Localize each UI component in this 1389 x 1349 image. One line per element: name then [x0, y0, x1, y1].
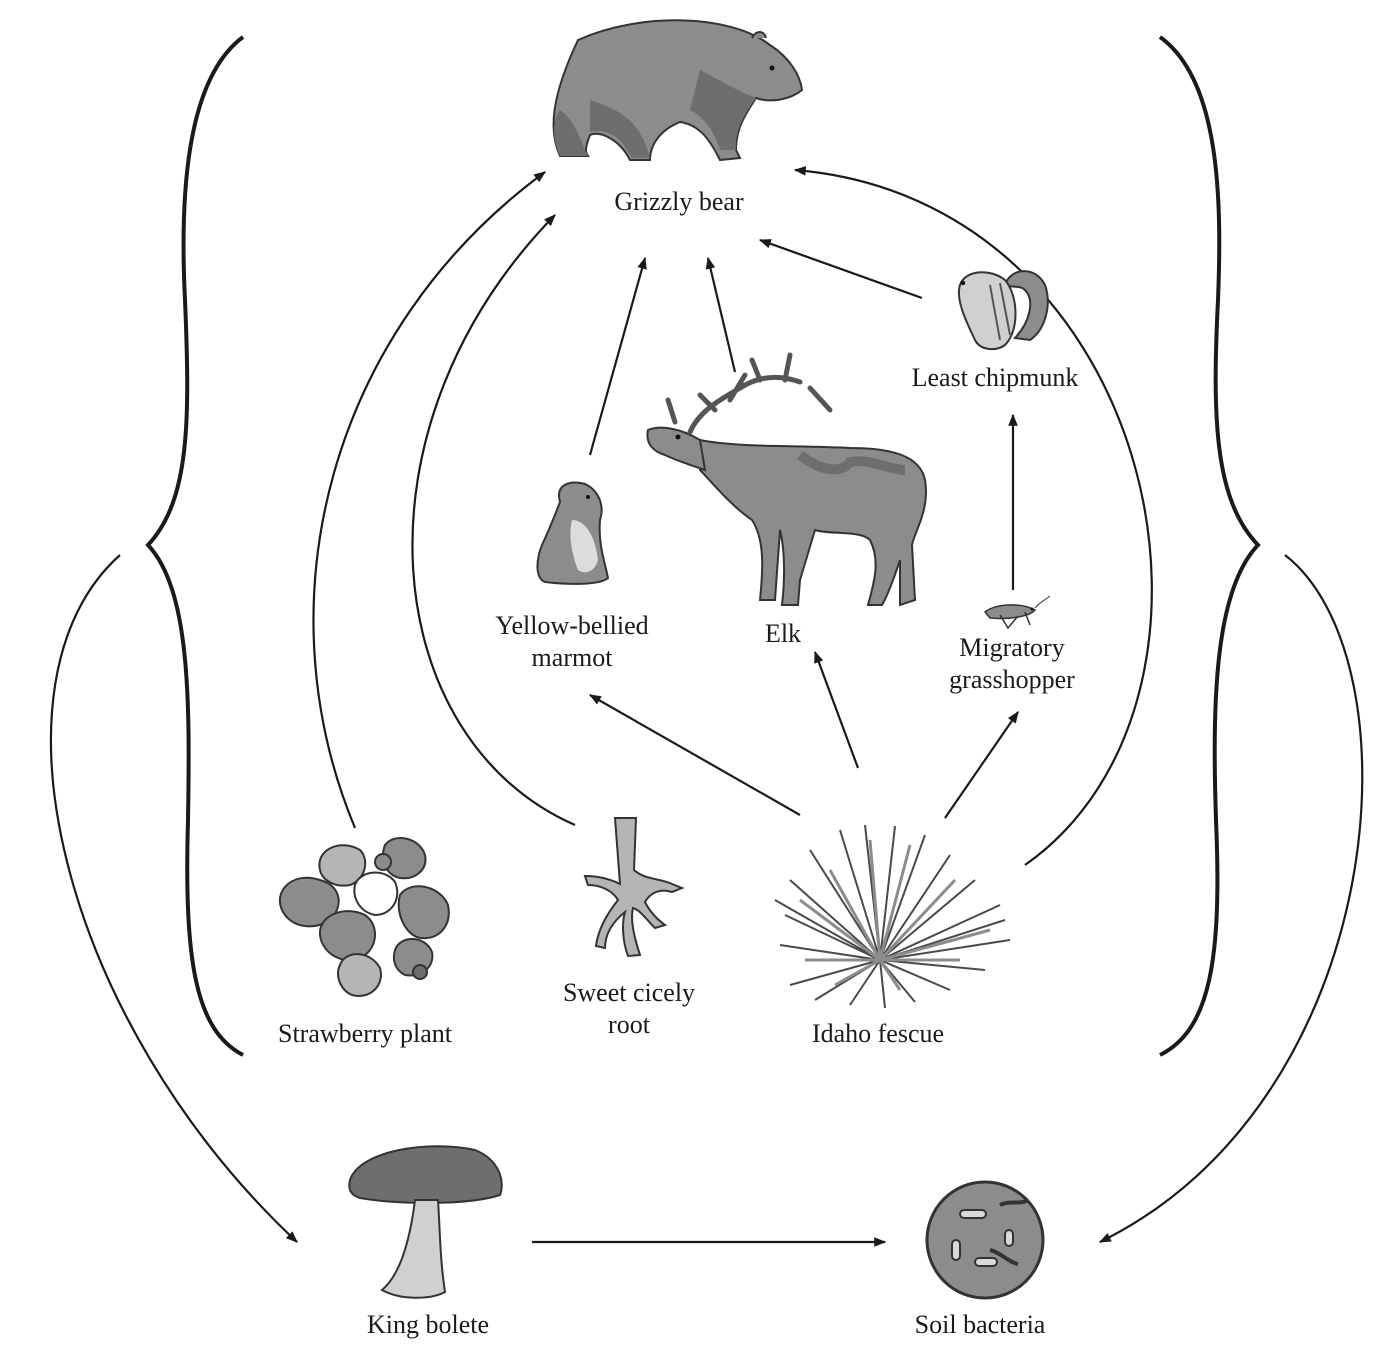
- label-strawberry-plant: Strawberry plant: [278, 1018, 452, 1050]
- mushroom-icon: [349, 1146, 501, 1298]
- label-idaho-fescue: Idaho fescue: [812, 1018, 944, 1050]
- grizzly-bear-icon: [554, 20, 802, 160]
- arrow-marmot-to-bear: [590, 258, 645, 455]
- strawberry-plant-icon: [280, 838, 449, 996]
- label-marmot-line1: Yellow-bellied: [495, 610, 648, 642]
- chipmunk-icon: [959, 271, 1048, 349]
- label-sweet-cicely-line2: root: [563, 1009, 695, 1041]
- label-marmot: Yellow-bellied marmot: [495, 610, 648, 674]
- marmot-icon: [537, 483, 608, 584]
- grass-tuft-icon: [775, 825, 1010, 1008]
- label-soil-bacteria: Soil bacteria: [915, 1309, 1046, 1341]
- arrow-right-brace-to-bacteria: [1100, 555, 1362, 1242]
- bacteria-icon: [927, 1182, 1043, 1298]
- arrow-fescue-to-elk: [815, 652, 858, 768]
- label-least-chipmunk: Least chipmunk: [912, 362, 1079, 394]
- label-grasshopper-line1: Migratory: [949, 632, 1075, 664]
- right-brace: [1160, 37, 1258, 1055]
- label-marmot-line2: marmot: [495, 642, 648, 674]
- label-grasshopper: Migratory grasshopper: [949, 632, 1075, 696]
- arrow-strawberry-to-bear: [313, 172, 545, 828]
- arrow-elk-to-bear: [708, 258, 735, 372]
- label-sweet-cicely: Sweet cicely root: [563, 977, 695, 1041]
- root-icon: [585, 818, 682, 956]
- left-brace: [148, 37, 243, 1055]
- arrow-fescue-to-marmot: [590, 695, 800, 815]
- arrow-fescue-to-grasshopper: [945, 712, 1018, 818]
- arrow-chipmunk-to-bear: [760, 240, 922, 298]
- label-sweet-cicely-line1: Sweet cicely: [563, 977, 695, 1009]
- grasshopper-icon: [985, 596, 1050, 628]
- label-elk: Elk: [765, 618, 801, 650]
- label-king-bolete: King bolete: [367, 1309, 489, 1341]
- label-grizzly-bear: Grizzly bear: [614, 186, 743, 218]
- label-grasshopper-line2: grasshopper: [949, 664, 1075, 696]
- arrow-left-brace-to-bolete: [51, 555, 297, 1242]
- elk-icon: [647, 355, 926, 605]
- arrow-sweet-cicely-to-bear: [412, 215, 575, 825]
